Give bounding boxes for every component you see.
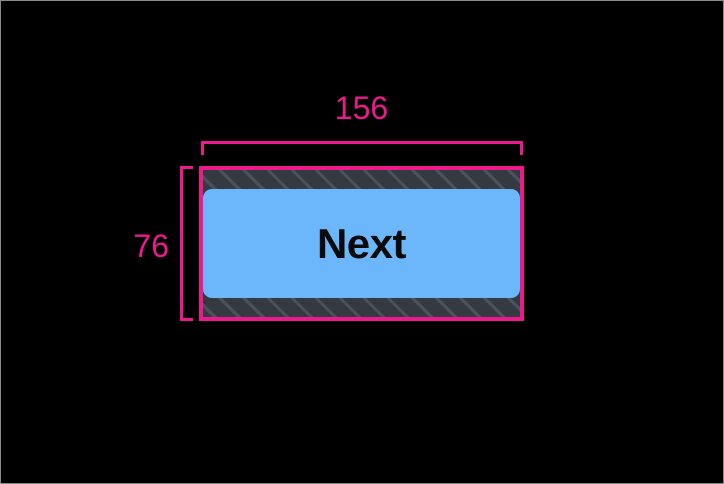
height-measurement-label: 76 (133, 228, 169, 264)
width-measurement-label: 156 (334, 90, 389, 126)
height-measurement-bracket (180, 166, 193, 321)
padding-band-bottom (203, 298, 520, 317)
padding-band-top (203, 170, 520, 189)
width-measurement-bracket (201, 141, 523, 155)
element-bounding-box-overlay[interactable]: Next (199, 166, 524, 321)
next-button[interactable]: Next (203, 189, 520, 298)
